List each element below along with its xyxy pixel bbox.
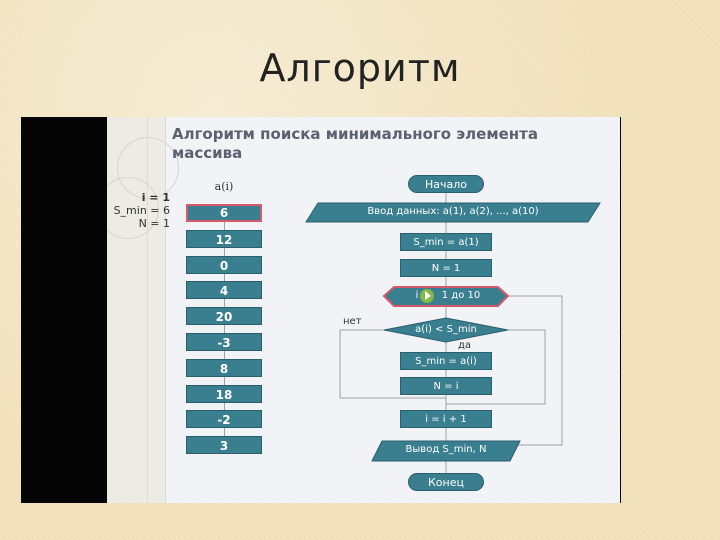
array-cell: 8 — [186, 359, 262, 377]
array-cell: 12 — [186, 230, 262, 248]
condition-text: a(i) < S_min — [415, 324, 477, 335]
play-cursor-icon — [425, 291, 431, 300]
array-cell: 18 — [186, 385, 262, 403]
var-n: N = 1 — [138, 217, 170, 230]
array-connector — [224, 299, 225, 308]
input-block — [305, 202, 601, 223]
heading-line-2: массива — [172, 144, 243, 162]
array-cell: 6 — [186, 204, 262, 222]
loop-range-text: 1 до 10 — [441, 290, 481, 301]
loop-var-text: i — [415, 290, 419, 301]
array-connector — [224, 274, 225, 283]
decor-line — [147, 117, 148, 503]
input-block-text: Ввод данных: a(1), a(2), ..., a(10) — [367, 206, 539, 217]
array-connector — [224, 325, 225, 334]
no-label: нет — [343, 316, 362, 327]
array-connector — [224, 351, 225, 360]
output-block-text: Вывод S_min, N — [405, 444, 487, 455]
array-connector — [224, 377, 225, 386]
start-terminal: Начало — [408, 175, 484, 193]
array-cell: 20 — [186, 307, 262, 325]
assign-n-block: N = i — [400, 377, 492, 395]
slide-title: Алгоритм — [259, 46, 461, 90]
decorative-panel — [107, 117, 179, 503]
array-cell: -2 — [186, 410, 262, 428]
increment-block: i = i + 1 — [400, 410, 492, 428]
array-cell: -3 — [186, 333, 262, 351]
var-i: i = 1 — [141, 191, 170, 204]
array-connector — [224, 403, 225, 412]
yes-label: да — [458, 340, 472, 351]
decor-circle — [107, 177, 159, 239]
output-block — [371, 440, 521, 462]
init-n-block: N = 1 — [400, 259, 492, 277]
array-connector — [224, 222, 225, 231]
condition-diamond — [383, 317, 509, 343]
array-connector — [224, 248, 225, 257]
yes-return-line — [446, 329, 546, 405]
assign-smin-block: S_min = a(i) — [400, 352, 492, 370]
var-s-min: S_min = 6 — [113, 204, 170, 217]
array-cell: 3 — [186, 436, 262, 454]
no-branch-line — [339, 329, 446, 399]
end-terminal: Конец — [408, 473, 484, 491]
init-smin-block: S_min = a(1) — [400, 233, 492, 251]
array-cell: 0 — [186, 256, 262, 274]
array-cell: 4 — [186, 281, 262, 299]
array-label: a(i) — [214, 180, 234, 193]
loop-block — [382, 286, 510, 307]
variables-panel: i = 1 S_min = 6 N = 1 — [112, 191, 170, 230]
heading-line-1: Алгоритм поиска минимального элемента — [172, 125, 538, 143]
flowchart-heading: Алгоритм поиска минимального элемента ма… — [172, 125, 592, 163]
array-connector — [224, 428, 225, 437]
